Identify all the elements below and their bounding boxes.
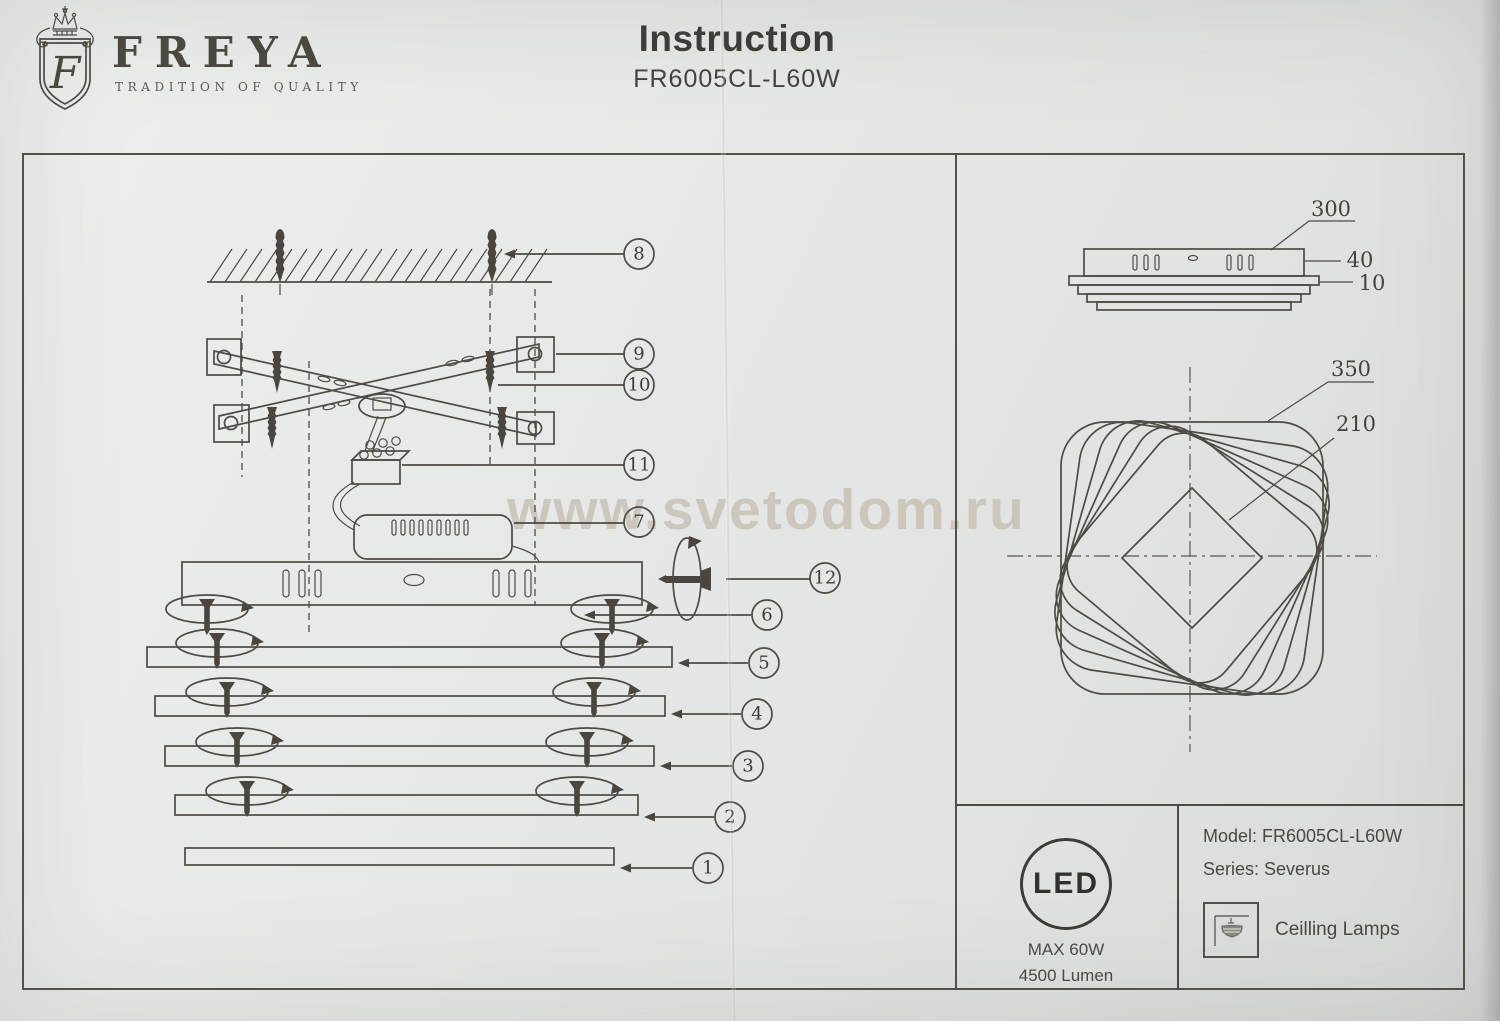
svg-text:300: 300 — [1311, 197, 1351, 221]
turn-screw-icon — [545, 727, 635, 769]
alignment-dashes — [241, 289, 536, 633]
document-titles: Instruction FR6005CL-L60W — [633, 18, 841, 94]
callout-5: 5 — [678, 647, 780, 679]
svg-text:5: 5 — [758, 653, 769, 674]
led-label: LED — [1033, 867, 1099, 900]
wiring — [332, 393, 540, 563]
svg-text:210: 210 — [1336, 412, 1376, 436]
side-view: 300 40 10 — [1068, 197, 1385, 311]
callout-4: 4 — [671, 698, 773, 730]
model-line: Model: FR6005CL-L60W — [1203, 826, 1403, 846]
panel-divider — [955, 155, 957, 988]
corner-plates — [206, 336, 555, 445]
x-mounting-bracket — [206, 336, 555, 449]
screw-icon — [485, 351, 495, 393]
callout-1: 1 — [620, 852, 724, 884]
callouts: 8 9 10 11 7 12 6 5 4 3 2 1 — [402, 238, 841, 884]
diffuser-layers — [146, 628, 673, 866]
spec-box: LED MAX 60W 4500 Lumen Model: FR6005CL-L… — [955, 804, 1465, 990]
led-spec-cell: LED MAX 60W 4500 Lumen — [955, 806, 1179, 990]
dim-300: 300 — [1270, 197, 1355, 251]
page-edge-shadow — [1480, 0, 1500, 1021]
screw-icon — [272, 351, 282, 393]
svg-text:10: 10 — [1359, 271, 1386, 295]
svg-text:2: 2 — [724, 807, 735, 828]
dim-210: 210 — [1228, 412, 1376, 521]
screw-icon — [497, 407, 507, 449]
svg-text:11: 11 — [628, 455, 651, 476]
brand-tagline: TRADITION OF QUALITY — [115, 80, 363, 94]
freya-logo: F — [36, 6, 94, 110]
dimension-diagram: 300 40 10 350 210 — [1007, 197, 1385, 752]
model-spec-cell: Model: FR6005CL-L60W Series: Severus Cei… — [1179, 806, 1465, 990]
turn-screw-icon — [535, 776, 625, 818]
model-number: FR6005CL-L60W — [633, 65, 841, 93]
top-view: 350 210 — [1007, 357, 1377, 752]
svg-text:6: 6 — [761, 605, 772, 626]
led-driver — [353, 514, 513, 560]
dim-40: 40 — [1304, 248, 1373, 272]
brand-monogram: F — [49, 48, 82, 99]
series-line: Series: Severus — [1203, 859, 1331, 879]
svg-text:1: 1 — [702, 858, 713, 879]
diagram-frame: www.svetodom.ru — [22, 153, 1465, 990]
svg-text:3: 3 — [742, 756, 753, 777]
svg-text:8: 8 — [633, 244, 644, 265]
callout-11: 11 — [402, 449, 655, 481]
dim-350: 350 — [1267, 357, 1374, 422]
lumen-value: 4500 Lumen — [1018, 966, 1114, 985]
screw-icon — [267, 407, 277, 449]
inner-diamond — [1120, 486, 1264, 630]
callout-10: 10 — [498, 369, 655, 401]
side-screw-12 — [658, 536, 711, 621]
turn-screw-icon — [552, 677, 642, 719]
callout-6: 6 — [584, 599, 783, 631]
svg-text:4: 4 — [751, 704, 762, 725]
max-power: MAX 60W — [1027, 940, 1105, 959]
callout-9: 9 — [556, 338, 655, 370]
anchor-bolt-icon — [487, 229, 497, 283]
callout-2: 2 — [644, 801, 746, 833]
svg-text:350: 350 — [1331, 357, 1371, 381]
callout-3: 3 — [660, 750, 764, 782]
turn-screw-icon — [175, 628, 265, 670]
anchor-bolt-icon — [275, 229, 285, 283]
callout-8: 8 — [504, 238, 655, 270]
page-title: Instruction — [638, 18, 836, 59]
turn-screw-icon — [560, 628, 650, 670]
turn-screw-icon — [205, 776, 295, 818]
svg-text:9: 9 — [633, 344, 644, 365]
led-logo: LED — [1020, 838, 1112, 930]
svg-text:7: 7 — [633, 512, 644, 533]
callout-7: 7 — [514, 506, 655, 538]
turn-screw-icon — [195, 727, 285, 769]
svg-text:40: 40 — [1347, 248, 1374, 272]
assembly-diagram: 8 9 10 11 7 12 6 5 4 3 2 1 — [146, 229, 841, 884]
ceiling — [207, 229, 552, 295]
brand-name: FREYA — [112, 28, 334, 77]
canopy-plate — [165, 561, 660, 636]
category-label: Ceilling Lamps — [1275, 919, 1400, 940]
watermark: www.svetodom.ru — [507, 478, 1026, 542]
category-row: Ceilling Lamps — [1203, 902, 1465, 958]
callout-12: 12 — [726, 562, 841, 594]
dim-10: 10 — [1319, 271, 1385, 295]
svg-text:12: 12 — [814, 568, 837, 589]
turn-screw-icon — [185, 677, 275, 719]
svg-text:10: 10 — [628, 375, 651, 396]
ceiling-lamp-icon — [1203, 902, 1259, 958]
terminal-block — [349, 436, 412, 485]
